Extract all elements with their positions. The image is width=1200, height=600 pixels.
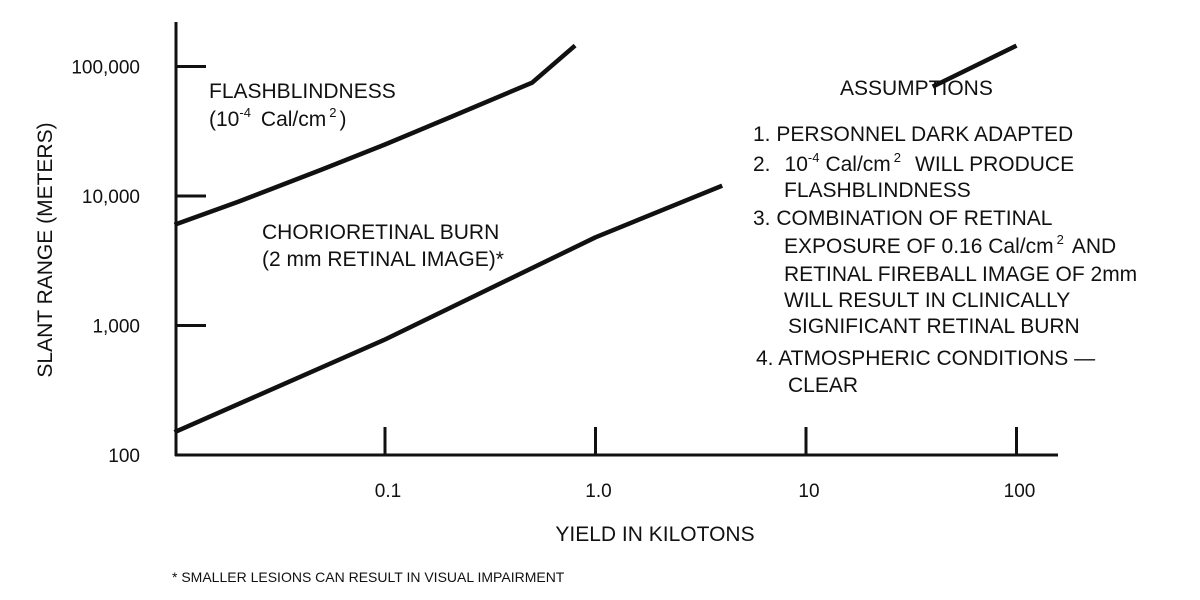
footnote: * SMALLER LESIONS CAN RESULT IN VISUAL I… — [172, 569, 565, 585]
assumption-3-cont-3: WILL RESULT IN CLINICALLY — [784, 289, 1070, 312]
chorioretinal-burn-label: CHORIORETINAL BURN — [262, 221, 499, 244]
series-lines — [173, 43, 1018, 435]
assumption-4-cont: CLEAR — [788, 374, 858, 397]
x-tick-label: 0.1 — [375, 481, 401, 502]
assumption-3-cont-4: SIGNIFICANT RETINAL BURN — [788, 315, 1080, 338]
x-tick-label: 100 — [1004, 481, 1036, 502]
y-tick-label: 100,000 — [71, 58, 140, 79]
assumption-4: 4. ATMOSPHERIC CONDITIONS — — [756, 347, 1095, 370]
assumption-2-cont: FLASHBLINDNESS — [784, 179, 971, 202]
flashblindness-label: FLASHBLINDNESS — [209, 80, 396, 103]
series-line-3 — [931, 43, 1018, 89]
series-line-2 — [173, 183, 724, 435]
x-axis-title: YIELD IN KILOTONS — [555, 523, 754, 546]
y-tick-label: 1,000 — [92, 317, 140, 338]
assumption-3: 3. COMBINATION OF RETINAL — [753, 207, 1052, 230]
x-tick-label: 10 — [798, 481, 819, 502]
y-axis-title: SLANT RANGE (METERS) — [34, 122, 57, 377]
assumption-1: 1. PERSONNEL DARK ADAPTED — [753, 123, 1073, 146]
assumption-3-cont-2: RETINAL FIREBALL IMAGE OF 2mm — [784, 263, 1137, 286]
x-tick-label: 1.0 — [585, 481, 611, 502]
assumptions-title: ASSUMPTIONS — [840, 77, 993, 100]
axes: 100 1,000 10,000 100,000 0.1 1.0 10 100 — [71, 22, 1058, 502]
y-tick-label: 100 — [108, 446, 140, 467]
y-tick-label: 10,000 — [82, 187, 140, 208]
chorioretinal-burn-detail: (2 mm RETINAL IMAGE)* — [262, 248, 504, 271]
series-line-1 — [173, 43, 577, 227]
